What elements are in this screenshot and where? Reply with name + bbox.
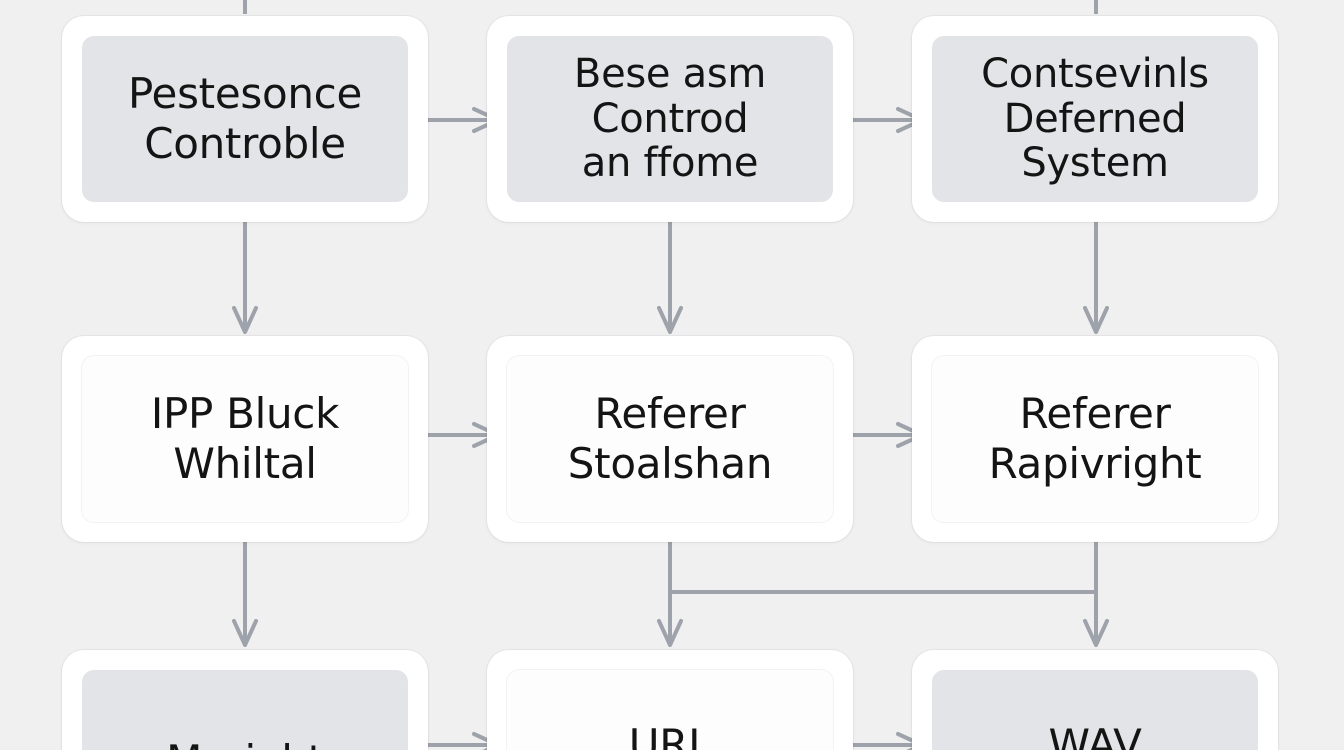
node-inner: URL bbox=[507, 670, 833, 750]
node-inner: WAV bbox=[932, 670, 1258, 750]
node-label: URL bbox=[628, 720, 712, 750]
node-mariaht: Mariaht bbox=[62, 650, 428, 750]
node-wav: WAV bbox=[912, 650, 1278, 750]
node-url: URL bbox=[487, 650, 853, 750]
node-label: Mariaht bbox=[82, 736, 408, 750]
node-inner: Mariaht bbox=[82, 670, 408, 750]
node-label: WAV bbox=[1048, 720, 1142, 750]
